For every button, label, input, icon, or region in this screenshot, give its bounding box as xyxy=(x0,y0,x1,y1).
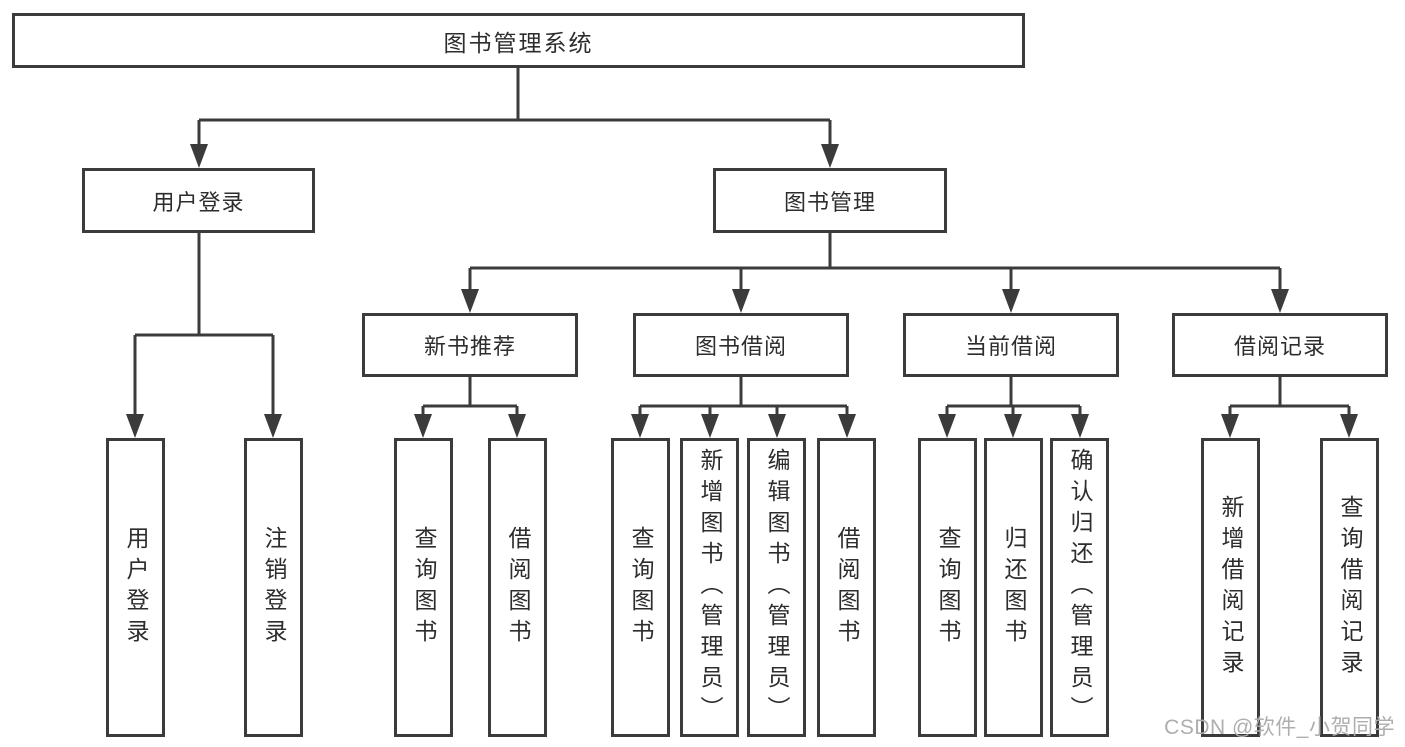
node-borrow-records: 借阅记录 xyxy=(1172,313,1388,377)
leaf-add-book-admin: 新增图书（管理员） xyxy=(680,438,739,737)
watermark: CSDN @软件_小贺同学 xyxy=(1164,716,1395,739)
leaf-recommend-query-books-label: 查询图书 xyxy=(411,525,437,650)
leaf-user-login: 用户登录 xyxy=(106,438,165,737)
leaf-add-borrow-record-label: 新增借阅记录 xyxy=(1218,494,1244,681)
leaf-edit-book-admin: 编辑图书（管理员） xyxy=(747,438,806,737)
connector-book-borrow-to-leaves xyxy=(638,377,849,420)
leaf-query-borrow-record: 查询借阅记录 xyxy=(1320,438,1379,737)
connector-user-login-to-leaves xyxy=(133,233,275,420)
leaf-borrow-borrow-books: 借阅图书 xyxy=(817,438,876,737)
node-root-label: 图书管理系统 xyxy=(443,29,594,56)
node-root: 图书管理系统 xyxy=(12,13,1025,68)
leaf-recommend-borrow-books-label: 借阅图书 xyxy=(505,525,531,650)
node-new-book-recommend-label: 新书推荐 xyxy=(423,334,516,359)
leaf-edit-book-admin-label: 编辑图书（管理员） xyxy=(764,448,790,727)
leaf-return-book-label: 归还图书 xyxy=(1001,525,1027,650)
leaf-current-query-books: 查询图书 xyxy=(918,438,977,737)
leaf-current-query-books-label: 查询图书 xyxy=(935,525,961,650)
node-user-login-label: 用户登录 xyxy=(152,189,245,215)
node-book-management: 图书管理 xyxy=(713,168,947,233)
connector-root-to-level2 xyxy=(197,68,832,150)
connector-new-book-recommend-to-leaves xyxy=(421,377,519,420)
node-book-borrow: 图书借阅 xyxy=(633,313,849,377)
node-book-management-label: 图书管理 xyxy=(783,189,876,215)
leaf-recommend-borrow-books: 借阅图书 xyxy=(488,438,547,737)
leaf-borrow-query-books: 查询图书 xyxy=(611,438,670,737)
leaf-borrow-query-books-label: 查询图书 xyxy=(628,525,654,650)
leaf-logout-label: 注销登录 xyxy=(261,525,287,650)
leaf-borrow-borrow-books-label: 借阅图书 xyxy=(834,525,860,650)
leaf-confirm-return-admin: 确认归还（管理员） xyxy=(1050,438,1109,737)
leaf-add-book-admin-label: 新增图书（管理员） xyxy=(697,448,723,727)
connector-current-borrow-to-leaves xyxy=(945,377,1082,420)
node-new-book-recommend: 新书推荐 xyxy=(362,313,578,377)
leaf-logout: 注销登录 xyxy=(244,438,303,737)
node-user-login: 用户登录 xyxy=(82,168,315,233)
node-borrow-records-label: 借阅记录 xyxy=(1233,334,1326,359)
leaf-user-login-label: 用户登录 xyxy=(123,525,149,650)
leaf-add-borrow-record: 新增借阅记录 xyxy=(1201,438,1260,737)
leaf-recommend-query-books: 查询图书 xyxy=(394,438,453,737)
leaf-confirm-return-admin-label: 确认归还（管理员） xyxy=(1067,448,1093,727)
connector-borrow-records-to-leaves xyxy=(1228,377,1351,420)
node-current-borrow-label: 当前借阅 xyxy=(964,334,1057,359)
leaf-query-borrow-record-label: 查询借阅记录 xyxy=(1337,494,1363,681)
node-book-borrow-label: 图书借阅 xyxy=(694,334,787,359)
connector-book-management-to-level3 xyxy=(468,233,1282,295)
node-current-borrow: 当前借阅 xyxy=(903,313,1119,377)
leaf-return-book: 归还图书 xyxy=(984,438,1043,737)
